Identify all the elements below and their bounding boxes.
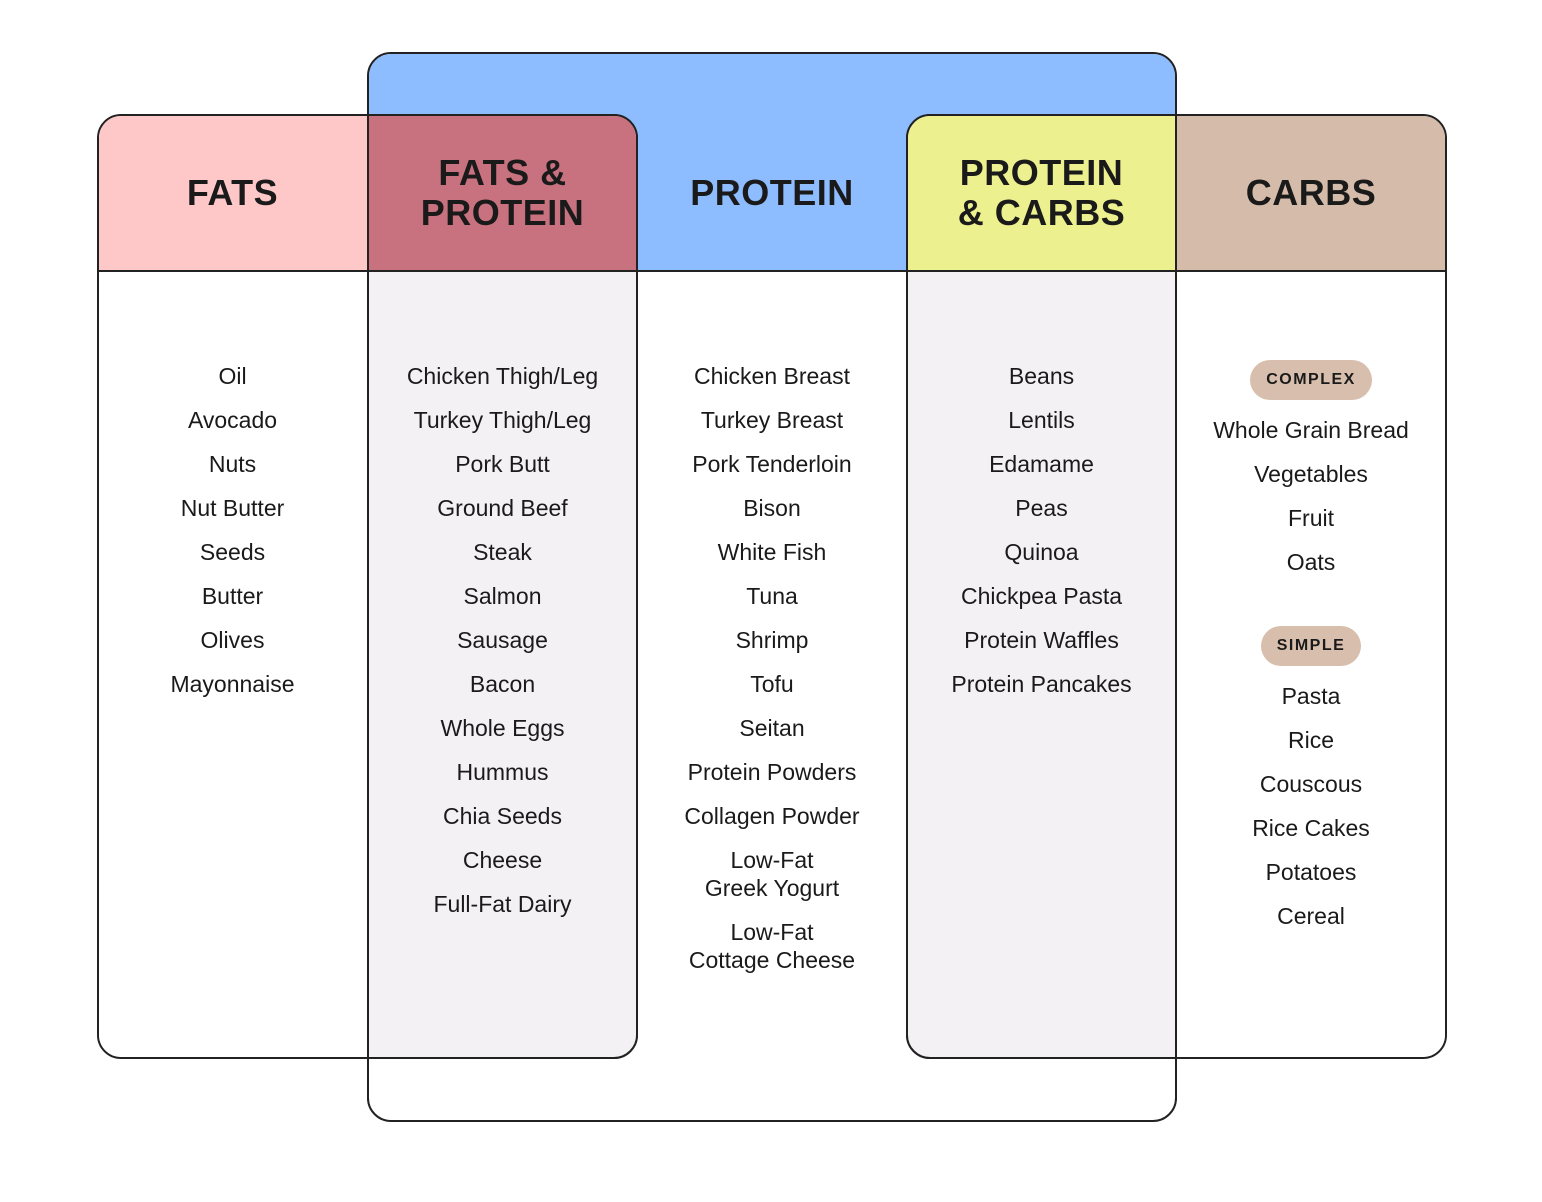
list-item: Oats: [1286, 549, 1336, 575]
list-item: Hummus: [456, 759, 549, 785]
list-item: Quinoa: [1004, 539, 1079, 565]
list-item: Oil: [218, 363, 247, 389]
list-item: Beans: [1008, 363, 1075, 389]
header-divider: [98, 270, 1445, 272]
list-item: Nut Butter: [180, 495, 285, 521]
list-item: Mayonnaise: [170, 671, 295, 697]
list-protein: Chicken Breast Turkey Breast Pork Tender…: [638, 354, 906, 982]
list-item: Chicken Thigh/Leg: [406, 363, 599, 389]
list-item: Turkey Breast: [700, 407, 844, 433]
list-item: Rice: [1287, 727, 1334, 753]
list-item: Ground Beef: [437, 495, 568, 521]
list-item: Low-Fat Cottage Cheese: [688, 919, 856, 973]
list-item: Edamame: [989, 451, 1094, 477]
list-item: Shrimp: [735, 627, 809, 653]
list-fats-protein: Chicken Thigh/Leg Turkey Thigh/Leg Pork …: [369, 354, 636, 926]
list-item: Bison: [743, 495, 801, 521]
list-item: Nuts: [208, 451, 257, 477]
list-item: Cereal: [1277, 903, 1345, 929]
list-item: Sausage: [457, 627, 548, 653]
list-item: Vegetables: [1254, 461, 1368, 487]
fats-header-fill: [99, 116, 369, 272]
list-item: Cheese: [462, 847, 543, 873]
list-item: Chia Seeds: [443, 803, 562, 829]
list-item: Pork Tenderloin: [692, 451, 852, 477]
list-item: Tuna: [746, 583, 798, 609]
header-protein-carbs: PROTEIN & CARBS: [957, 152, 1126, 233]
list-item: Pasta: [1281, 683, 1341, 709]
list-item: Protein Waffles: [964, 627, 1119, 653]
header-carbs: CARBS: [1245, 172, 1377, 213]
protein-carbs-header-fill: [908, 116, 1175, 272]
list-item: Seitan: [739, 715, 805, 741]
list-item: Protein Pancakes: [951, 671, 1132, 697]
list-item: Salmon: [463, 583, 542, 609]
list-item: Bacon: [469, 671, 536, 697]
carbs-header-fill: [1177, 116, 1445, 272]
list-item: Whole Grain Bread: [1213, 417, 1409, 443]
simple-tag: SIMPLE: [1260, 626, 1362, 666]
list-item: Low-Fat Greek Yogurt: [704, 847, 840, 901]
complex-tag-row: COMPLEX: [1177, 356, 1445, 400]
list-item: Pork Butt: [455, 451, 550, 477]
list-item: Chickpea Pasta: [960, 583, 1123, 609]
list-item: White Fish: [717, 539, 827, 565]
list-item: Whole Eggs: [440, 715, 565, 741]
list-carbs: COMPLEX Whole Grain Bread Vegetables Fru…: [1177, 356, 1445, 938]
list-item: Avocado: [187, 407, 278, 433]
protein-right-edge: [1175, 90, 1177, 1100]
fats-body-fill: [99, 272, 369, 1057]
list-item: Fruit: [1288, 505, 1334, 531]
list-item: Tofu: [750, 671, 794, 697]
header-fats: FATS: [186, 172, 279, 213]
list-item: Chicken Breast: [694, 363, 850, 389]
list-item: Seeds: [199, 539, 266, 565]
list-protein-carbs: Beans Lentils Edamame Peas Quinoa Chickp…: [908, 354, 1175, 706]
header-protein: PROTEIN: [690, 172, 854, 213]
list-item: Lentils: [1008, 407, 1075, 433]
simple-tag-row: SIMPLE: [1177, 622, 1445, 666]
group-spacer: [1177, 584, 1445, 622]
list-item: Potatoes: [1265, 859, 1357, 885]
list-item: Peas: [1015, 495, 1068, 521]
complex-tag: COMPLEX: [1250, 360, 1372, 400]
list-item: Couscous: [1259, 771, 1363, 797]
list-item: Steak: [473, 539, 532, 565]
list-item: Butter: [201, 583, 264, 609]
protein-left-edge: [367, 90, 369, 1100]
list-fats: Oil Avocado Nuts Nut Butter Seeds Butter…: [98, 354, 367, 706]
list-item: Olives: [200, 627, 265, 653]
list-item: Turkey Thigh/Leg: [413, 407, 592, 433]
list-item: Full-Fat Dairy: [433, 891, 572, 917]
fats-group-box: [97, 114, 638, 1059]
fats-protein-header-fill: [369, 116, 636, 272]
list-item: Rice Cakes: [1252, 815, 1370, 841]
header-fats-protein: FATS & PROTEIN: [420, 152, 585, 233]
list-item: Collagen Powder: [684, 803, 860, 829]
list-item: Protein Powders: [687, 759, 857, 785]
